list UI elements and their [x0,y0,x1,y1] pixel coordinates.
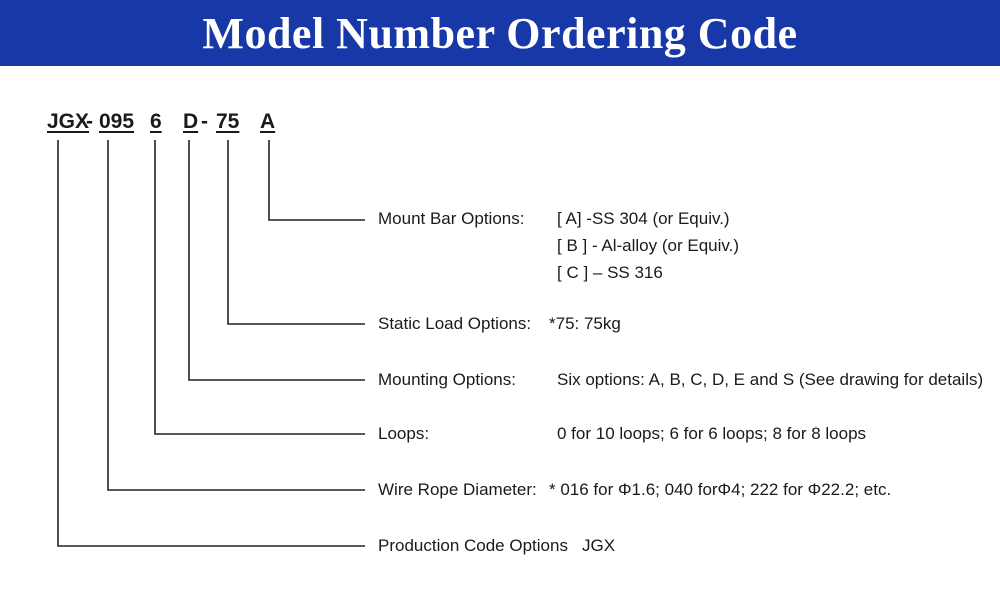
code-segment-production: JGX [47,110,90,133]
connector-static-load [227,140,365,325]
loops-label: Loops: [378,424,430,443]
mount-bar-option-c: [ C ] – SS 316 [557,263,663,282]
connector-loops [154,140,365,435]
mount-bar-option-b: [ B ] - Al-alloy (or Equiv.) [557,236,740,255]
static-load-label: Static Load Options: [378,314,532,333]
connector-mount-bar [268,140,365,221]
title-banner: Model Number Ordering Code [0,0,1000,66]
page-title: Model Number Ordering Code [202,8,798,58]
code-dash: - [201,110,208,133]
mounting-label: Mounting Options: [378,370,516,389]
production-value: JGX [582,536,616,555]
code-segment-mounting: D [183,110,199,133]
code-segment-loops: 6 [150,110,162,133]
connector-wire-rope [107,140,365,491]
code-segment-wire-diameter: 095 [99,110,135,133]
wire-rope-value: * 016 for Φ1.6; 040 forΦ4; 222 for Φ22.2… [549,480,892,499]
code-segment-mount-bar: A [260,110,276,133]
static-load-value: *75: 75kg [549,314,621,333]
code-segment-static-load: 75 [216,110,240,133]
wire-rope-label: Wire Rope Diameter: [378,480,537,499]
loops-value: 0 for 10 loops; 6 for 6 loops; 8 for 8 l… [557,424,867,443]
code-dash: - [86,110,93,133]
mount-bar-option-a: [ A] -SS 304 (or Equiv.) [557,209,730,228]
connector-mounting [188,140,365,381]
mounting-value: Six options: A, B, C, D, E and S (See dr… [557,370,984,389]
mount-bar-label: Mount Bar Options: [378,209,525,228]
production-label: Production Code Options [378,536,568,555]
connector-production [57,140,365,547]
